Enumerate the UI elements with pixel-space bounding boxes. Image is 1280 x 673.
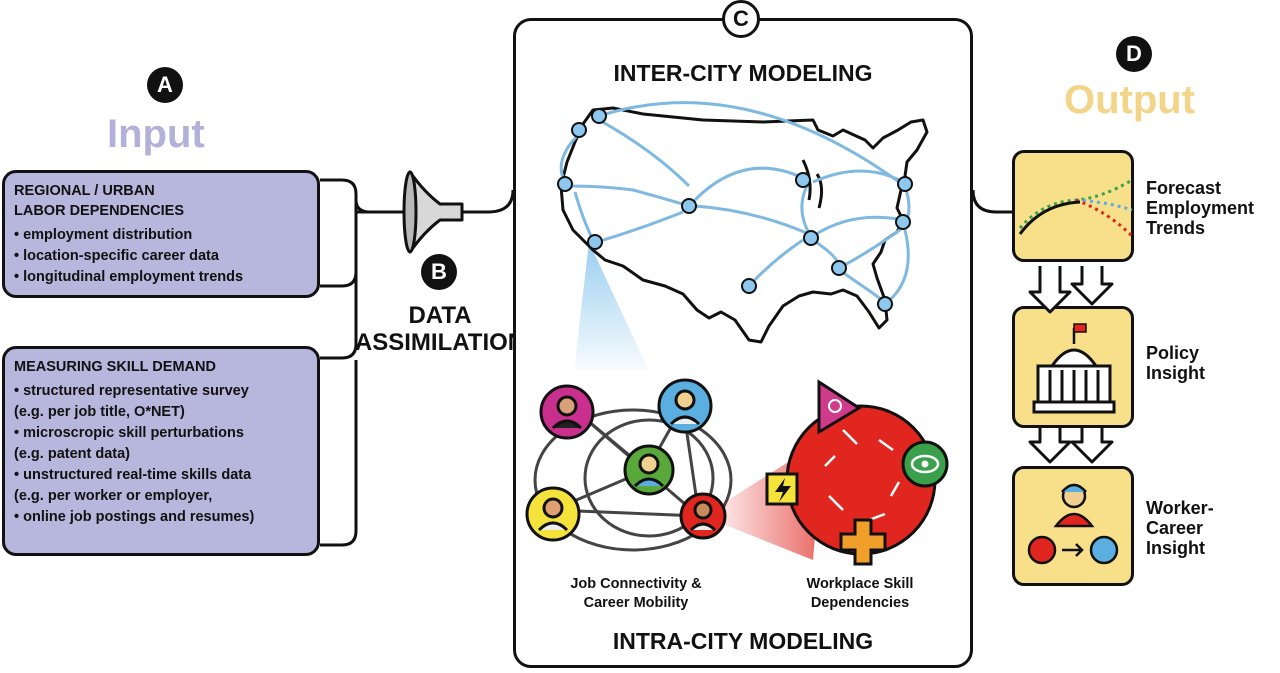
eye-icon	[901, 440, 949, 488]
us-map	[557, 101, 929, 370]
list-item: • longitudinal employment trends	[14, 269, 244, 285]
city-dot	[741, 278, 757, 294]
labor-dependencies-list: • employment distribution • location-spe…	[14, 225, 309, 288]
list-item: • structured representative survey (e.g.…	[14, 383, 249, 420]
intra-city-heading: INTRA-CITY MODELING	[612, 628, 874, 654]
badge-b: B	[421, 254, 457, 290]
badge-c: C	[722, 0, 760, 38]
city-dot	[803, 230, 819, 246]
skill-demand-heading: MEASURING SKILL DEMAND	[14, 359, 216, 375]
list-item: • microscropic skill perturbations (e.g.…	[14, 425, 244, 462]
inter-city-heading: INTER-CITY MODELING	[613, 60, 873, 86]
funnel-icon	[402, 170, 464, 254]
city-dot	[895, 214, 911, 230]
input-title: Input	[107, 112, 205, 156]
lightning-icon	[765, 472, 799, 506]
skill-demand-box: MEASURING SKILL DEMAND • structured repr…	[2, 346, 320, 556]
city-dot	[877, 296, 893, 312]
city-dot	[795, 172, 811, 188]
city-dot	[571, 122, 587, 138]
us-outline	[559, 106, 929, 344]
city-dot	[557, 176, 573, 192]
list-item: • online job postings and resumes)	[14, 509, 255, 525]
data-assimilation-label: DATA ASSIMILATION	[354, 302, 526, 356]
labor-dependencies-box: REGIONAL / URBAN LABOR DEPENDENCIES • em…	[2, 170, 320, 298]
speech-icon	[817, 379, 862, 435]
city-dot	[681, 198, 697, 214]
person-green-icon	[623, 444, 675, 496]
person-blue-icon	[657, 378, 713, 434]
down-arrow-icon	[1028, 428, 1072, 464]
forecast-chart-icon	[1018, 178, 1134, 238]
person-red-icon	[679, 492, 727, 540]
skill-demand-list: • structured representative survey (e.g.…	[14, 381, 309, 528]
skill-dependencies-caption: Workplace Skill Dependencies	[806, 576, 914, 611]
plus-icon	[839, 518, 887, 566]
city-dot	[591, 108, 607, 124]
capitol-building-icon	[1032, 323, 1116, 414]
job-connectivity-network	[525, 378, 949, 566]
output-flow-arrows	[1028, 266, 1114, 464]
list-item: • location-specific career data	[14, 248, 219, 264]
person-yellow-icon	[525, 486, 581, 542]
job-connectivity-caption: Job Connectivity & Career Mobility	[570, 576, 702, 611]
badge-d: D	[1116, 36, 1152, 72]
list-item: • unstructured real-time skills data (e.…	[14, 467, 252, 504]
city-dot	[831, 260, 847, 276]
badge-a: A	[147, 67, 183, 103]
down-arrow-icon	[1070, 266, 1114, 306]
skill-arrows	[824, 429, 901, 522]
list-item: • employment distribution	[14, 227, 193, 243]
worker-career-icon	[1027, 483, 1119, 565]
worker-career-label: Worker- Career Insight	[1146, 498, 1214, 558]
city-dot	[897, 176, 913, 192]
output-title: Output	[1064, 78, 1196, 122]
person-magenta-icon	[539, 384, 595, 440]
down-arrow-icon	[1028, 266, 1072, 314]
city-dot	[587, 234, 603, 250]
policy-label: Policy Insight	[1146, 343, 1205, 383]
forecast-label: Forecast Employment Trends	[1146, 178, 1255, 238]
labor-dependencies-heading: REGIONAL / URBAN LABOR DEPENDENCIES	[14, 183, 184, 219]
down-arrow-icon	[1070, 428, 1114, 464]
